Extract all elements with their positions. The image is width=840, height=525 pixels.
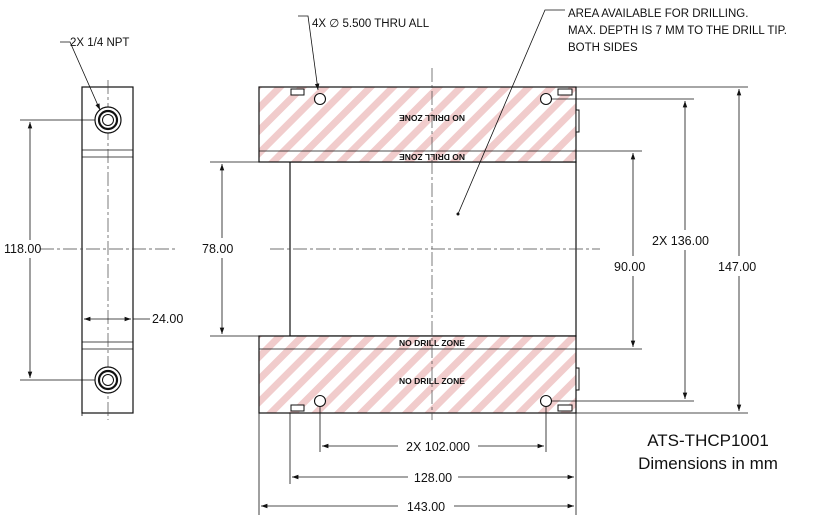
- dim-overall-width: 143.00: [407, 500, 445, 514]
- thru-hole-icon: [313, 394, 327, 408]
- drill-area-note-line1: AREA AVAILABLE FOR DRILLING.: [568, 8, 748, 20]
- npt-port-top-icon: [94, 106, 122, 134]
- no-drill-zone-label: NO DRILL ZONE: [399, 376, 465, 386]
- units-note: Dimensions in mm: [638, 454, 778, 473]
- dim-inner-span: 90.00: [614, 260, 645, 274]
- drawing-id: ATS-THCP1001: [647, 431, 769, 450]
- npt-note: 2X 1/4 NPT: [70, 37, 129, 49]
- drill-area-note-line3: BOTH SIDES: [568, 42, 638, 54]
- no-drill-zone-label: NO DRILL ZONE: [399, 152, 465, 162]
- dim-inner-height: 78.00: [202, 242, 233, 256]
- no-drill-zone-label: NO DRILL ZONE: [399, 113, 465, 123]
- front-view: NO DRILL ZONE NO DRILL ZONE NO DRILL ZON…: [202, 8, 787, 515]
- thru-hole-icon: [539, 92, 553, 106]
- npt-port-bottom-icon: [94, 366, 122, 394]
- drill-area-note-line2: MAX. DEPTH IS 7 MM TO THE DRILL TIP.: [568, 25, 787, 37]
- dim-side-height: 118.00: [4, 242, 41, 256]
- dim-side-width: 24.00: [152, 312, 183, 326]
- no-drill-zone-label: NO DRILL ZONE: [399, 338, 465, 348]
- dim-overall-height: 147.00: [718, 260, 756, 274]
- dim-inner-width: 128.00: [414, 471, 452, 485]
- thru-hole-note: 4X ∅ 5.500 THRU ALL: [312, 18, 430, 30]
- side-view-body: [81, 86, 134, 414]
- dim-hole-pitch-vertical: 2X 136.00: [652, 234, 709, 248]
- no-drill-zone-top: [258, 86, 577, 163]
- side-view: 2X 1/4 NPT 118.00 24.00: [4, 37, 183, 420]
- thru-hole-icon: [539, 394, 553, 408]
- thru-hole-icon: [313, 92, 327, 106]
- dim-hole-pitch-horizontal: 2X 102.000: [406, 440, 470, 454]
